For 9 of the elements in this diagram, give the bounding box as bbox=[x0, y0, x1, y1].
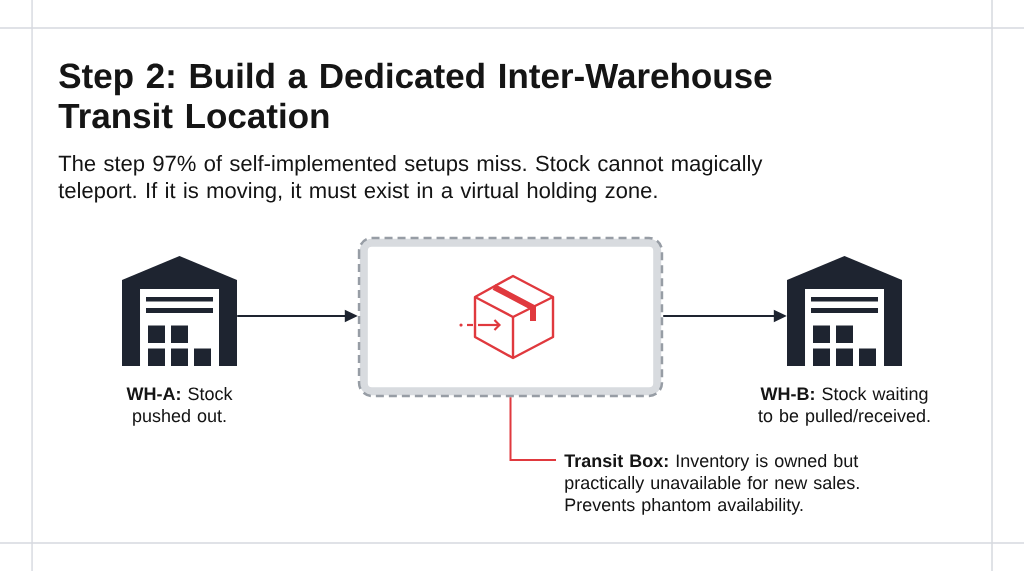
title: Step 2: Build a Dedicated Inter-Warehouse Transit Location bbox=[58, 62, 772, 129]
leader-line bbox=[509, 396, 557, 461]
description: The step 97% of self-implemented setups miss. Stock cannot magically teleport. If it is moving, it must exist in a virtual holding zone. bbox=[58, 155, 763, 203]
node-label: WH-A: Stock pushed out. bbox=[126, 386, 233, 426]
dashed-box bbox=[357, 236, 664, 398]
node-label: WH-B: Stock waiting to be pulled/received. bbox=[758, 386, 930, 426]
warehouse-icon bbox=[787, 256, 902, 366]
warehouse-icon bbox=[122, 256, 237, 366]
callout-text: Transit Box: Inventory is owned but practically unavailable for new sales. Prevents phantom availability. bbox=[564, 453, 859, 515]
